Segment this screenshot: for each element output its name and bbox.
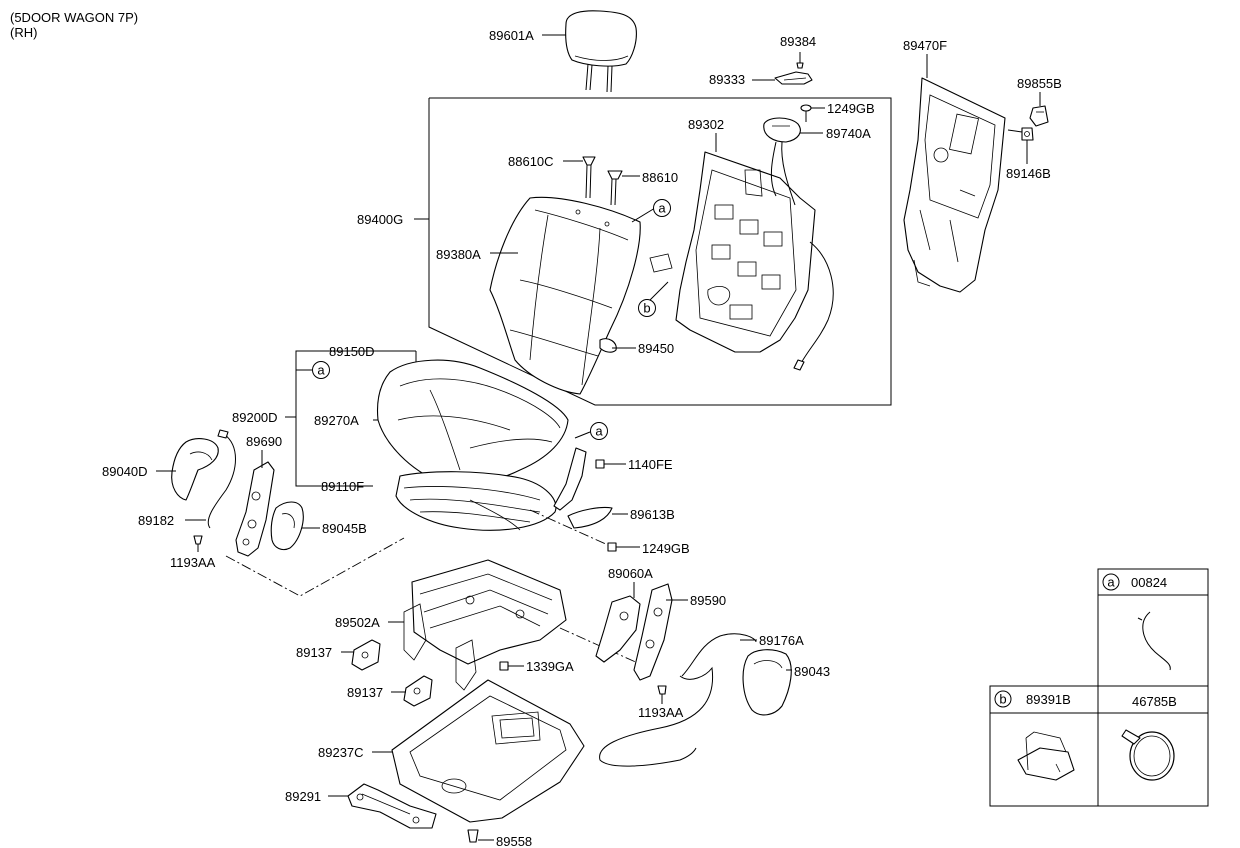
trim-hook[interactable] (599, 338, 617, 353)
side-cover-clip[interactable] (1029, 105, 1049, 127)
cushion-side-cover-left[interactable] (171, 438, 219, 501)
callout-label[interactable]: 89150D (329, 344, 375, 359)
callout-label[interactable]: 89137 (296, 645, 332, 660)
callout-label[interactable]: 89558 (496, 834, 532, 848)
cushion-hook-bracket[interactable] (553, 447, 587, 511)
callout-label[interactable]: 89740A (826, 126, 871, 141)
cushion-cover[interactable] (376, 359, 569, 485)
recliner-plate-right[interactable] (633, 583, 673, 681)
bracket-bolt[interactable] (595, 459, 626, 469)
clip-bracket-icon (1017, 731, 1075, 781)
diagram-subtitle: (5DOOR WAGON 7P) (RH) (10, 10, 138, 40)
seatback-frame[interactable] (649, 151, 816, 353)
callout-label[interactable]: 1193AA (638, 705, 684, 720)
callout-label[interactable]: 89690 (246, 434, 282, 449)
side-label: (RH) (10, 25, 38, 40)
callout-label[interactable]: 89470F (903, 38, 947, 53)
callout-label[interactable]: 89302 (688, 117, 724, 132)
release-cable[interactable] (799, 241, 834, 366)
callout-label[interactable]: 89384 (780, 34, 816, 49)
cushion-rail-frame[interactable] (403, 559, 567, 691)
headrest-guide-c[interactable] (582, 156, 596, 199)
seatback-cover[interactable] (489, 196, 641, 395)
recliner-outer-cover[interactable] (742, 649, 792, 716)
seatback-side-cover[interactable] (903, 77, 1006, 293)
callout-label[interactable]: 89613B (630, 507, 675, 522)
callout-label[interactable]: 89110F (321, 479, 364, 494)
callout-label[interactable]: 89400G (357, 212, 403, 227)
svg-text:a: a (317, 363, 325, 378)
callout-label[interactable]: 89200D (232, 410, 278, 425)
callout-label[interactable]: 89333 (709, 72, 745, 87)
headrest[interactable] (565, 10, 637, 93)
legend-a: a 00824 (1097, 568, 1209, 687)
callout-label[interactable]: 89043 (794, 664, 830, 679)
svg-text:a: a (1107, 575, 1115, 590)
callout-label[interactable]: 89855B (1017, 76, 1062, 91)
ref-marker-a-back: a (653, 199, 671, 217)
cushion-lower-shield[interactable] (391, 679, 585, 823)
cushion-trim-strip[interactable] (567, 506, 613, 529)
callout-label[interactable]: 1249GB (827, 101, 875, 116)
callout-label[interactable]: 89146B (1006, 166, 1051, 181)
callout-label[interactable]: 89590 (690, 593, 726, 608)
callout-label[interactable]: 89450 (638, 341, 674, 356)
rail-nut[interactable] (499, 661, 509, 671)
callout-label[interactable]: 89502A (335, 615, 380, 630)
seatback-assembly-outline (428, 97, 892, 406)
recliner-cover[interactable] (270, 501, 304, 551)
top-bolt[interactable] (800, 104, 812, 122)
recliner-release-cable[interactable] (599, 633, 757, 767)
svg-text:89391B: 89391B (1026, 692, 1071, 707)
cable-tie-icon (1121, 729, 1175, 781)
callout-label[interactable]: 1193AA (170, 555, 216, 570)
svg-text:46785B: 46785B (1132, 694, 1177, 709)
svg-text:b: b (999, 692, 1006, 707)
recliner-bracket-right[interactable] (595, 595, 641, 663)
callout-label[interactable]: 88610 (642, 170, 678, 185)
callout-label[interactable]: 89182 (138, 513, 174, 528)
recliner-latch[interactable] (763, 117, 801, 206)
cushion-release-cable[interactable] (207, 433, 236, 529)
recliner-screw-right[interactable] (657, 685, 667, 695)
callout-label[interactable]: 89176A (759, 633, 804, 648)
callout-label[interactable]: 89270A (314, 413, 359, 428)
svg-text:00824: 00824 (1131, 575, 1167, 590)
callout-label[interactable]: 89137 (347, 685, 383, 700)
svg-text:a: a (658, 201, 666, 216)
callout-label[interactable]: 89060A (608, 566, 653, 581)
recliner-bracket[interactable] (235, 461, 275, 557)
variant-label: (5DOOR WAGON 7P) (10, 10, 139, 25)
legend-b: b 89391B 46785B (989, 685, 1209, 807)
callout-label[interactable]: 1249GB (642, 541, 690, 556)
ref-marker-b-back: b (638, 299, 656, 317)
callout-label[interactable]: 89291 (285, 789, 321, 804)
callout-label[interactable]: 88610C (508, 154, 554, 169)
spring-clip-icon (1137, 611, 1171, 671)
cushion-assembly-bracket (295, 350, 416, 487)
rail-bolt[interactable] (467, 829, 479, 843)
svg-text:a: a (595, 424, 603, 439)
rail-end-cover[interactable] (347, 783, 437, 829)
ref-marker-a-cushion: a (312, 361, 330, 379)
headrest-guide[interactable] (607, 170, 623, 206)
callout-label[interactable]: 89237C (318, 745, 364, 760)
callout-label[interactable]: 89601A (489, 28, 534, 43)
callout-label[interactable]: 89380A (436, 247, 481, 262)
lower-bolt[interactable] (607, 542, 617, 552)
callout-label[interactable]: 1339GA (526, 659, 574, 674)
callout-label[interactable]: 89040D (102, 464, 148, 479)
recliner-screw-left[interactable] (193, 535, 203, 552)
rail-cover-lower[interactable] (403, 675, 433, 707)
rail-cover-upper[interactable] (351, 639, 381, 671)
callout-label[interactable]: 89045B (322, 521, 367, 536)
ref-marker-a-bracket: a (590, 422, 608, 440)
cushion-frame[interactable] (395, 471, 557, 531)
callout-label[interactable]: 1140FE (628, 457, 673, 472)
release-pin[interactable] (796, 52, 804, 69)
side-cover-grommet[interactable] (1021, 127, 1034, 141)
svg-text:b: b (643, 301, 650, 316)
release-knob[interactable] (774, 71, 813, 85)
